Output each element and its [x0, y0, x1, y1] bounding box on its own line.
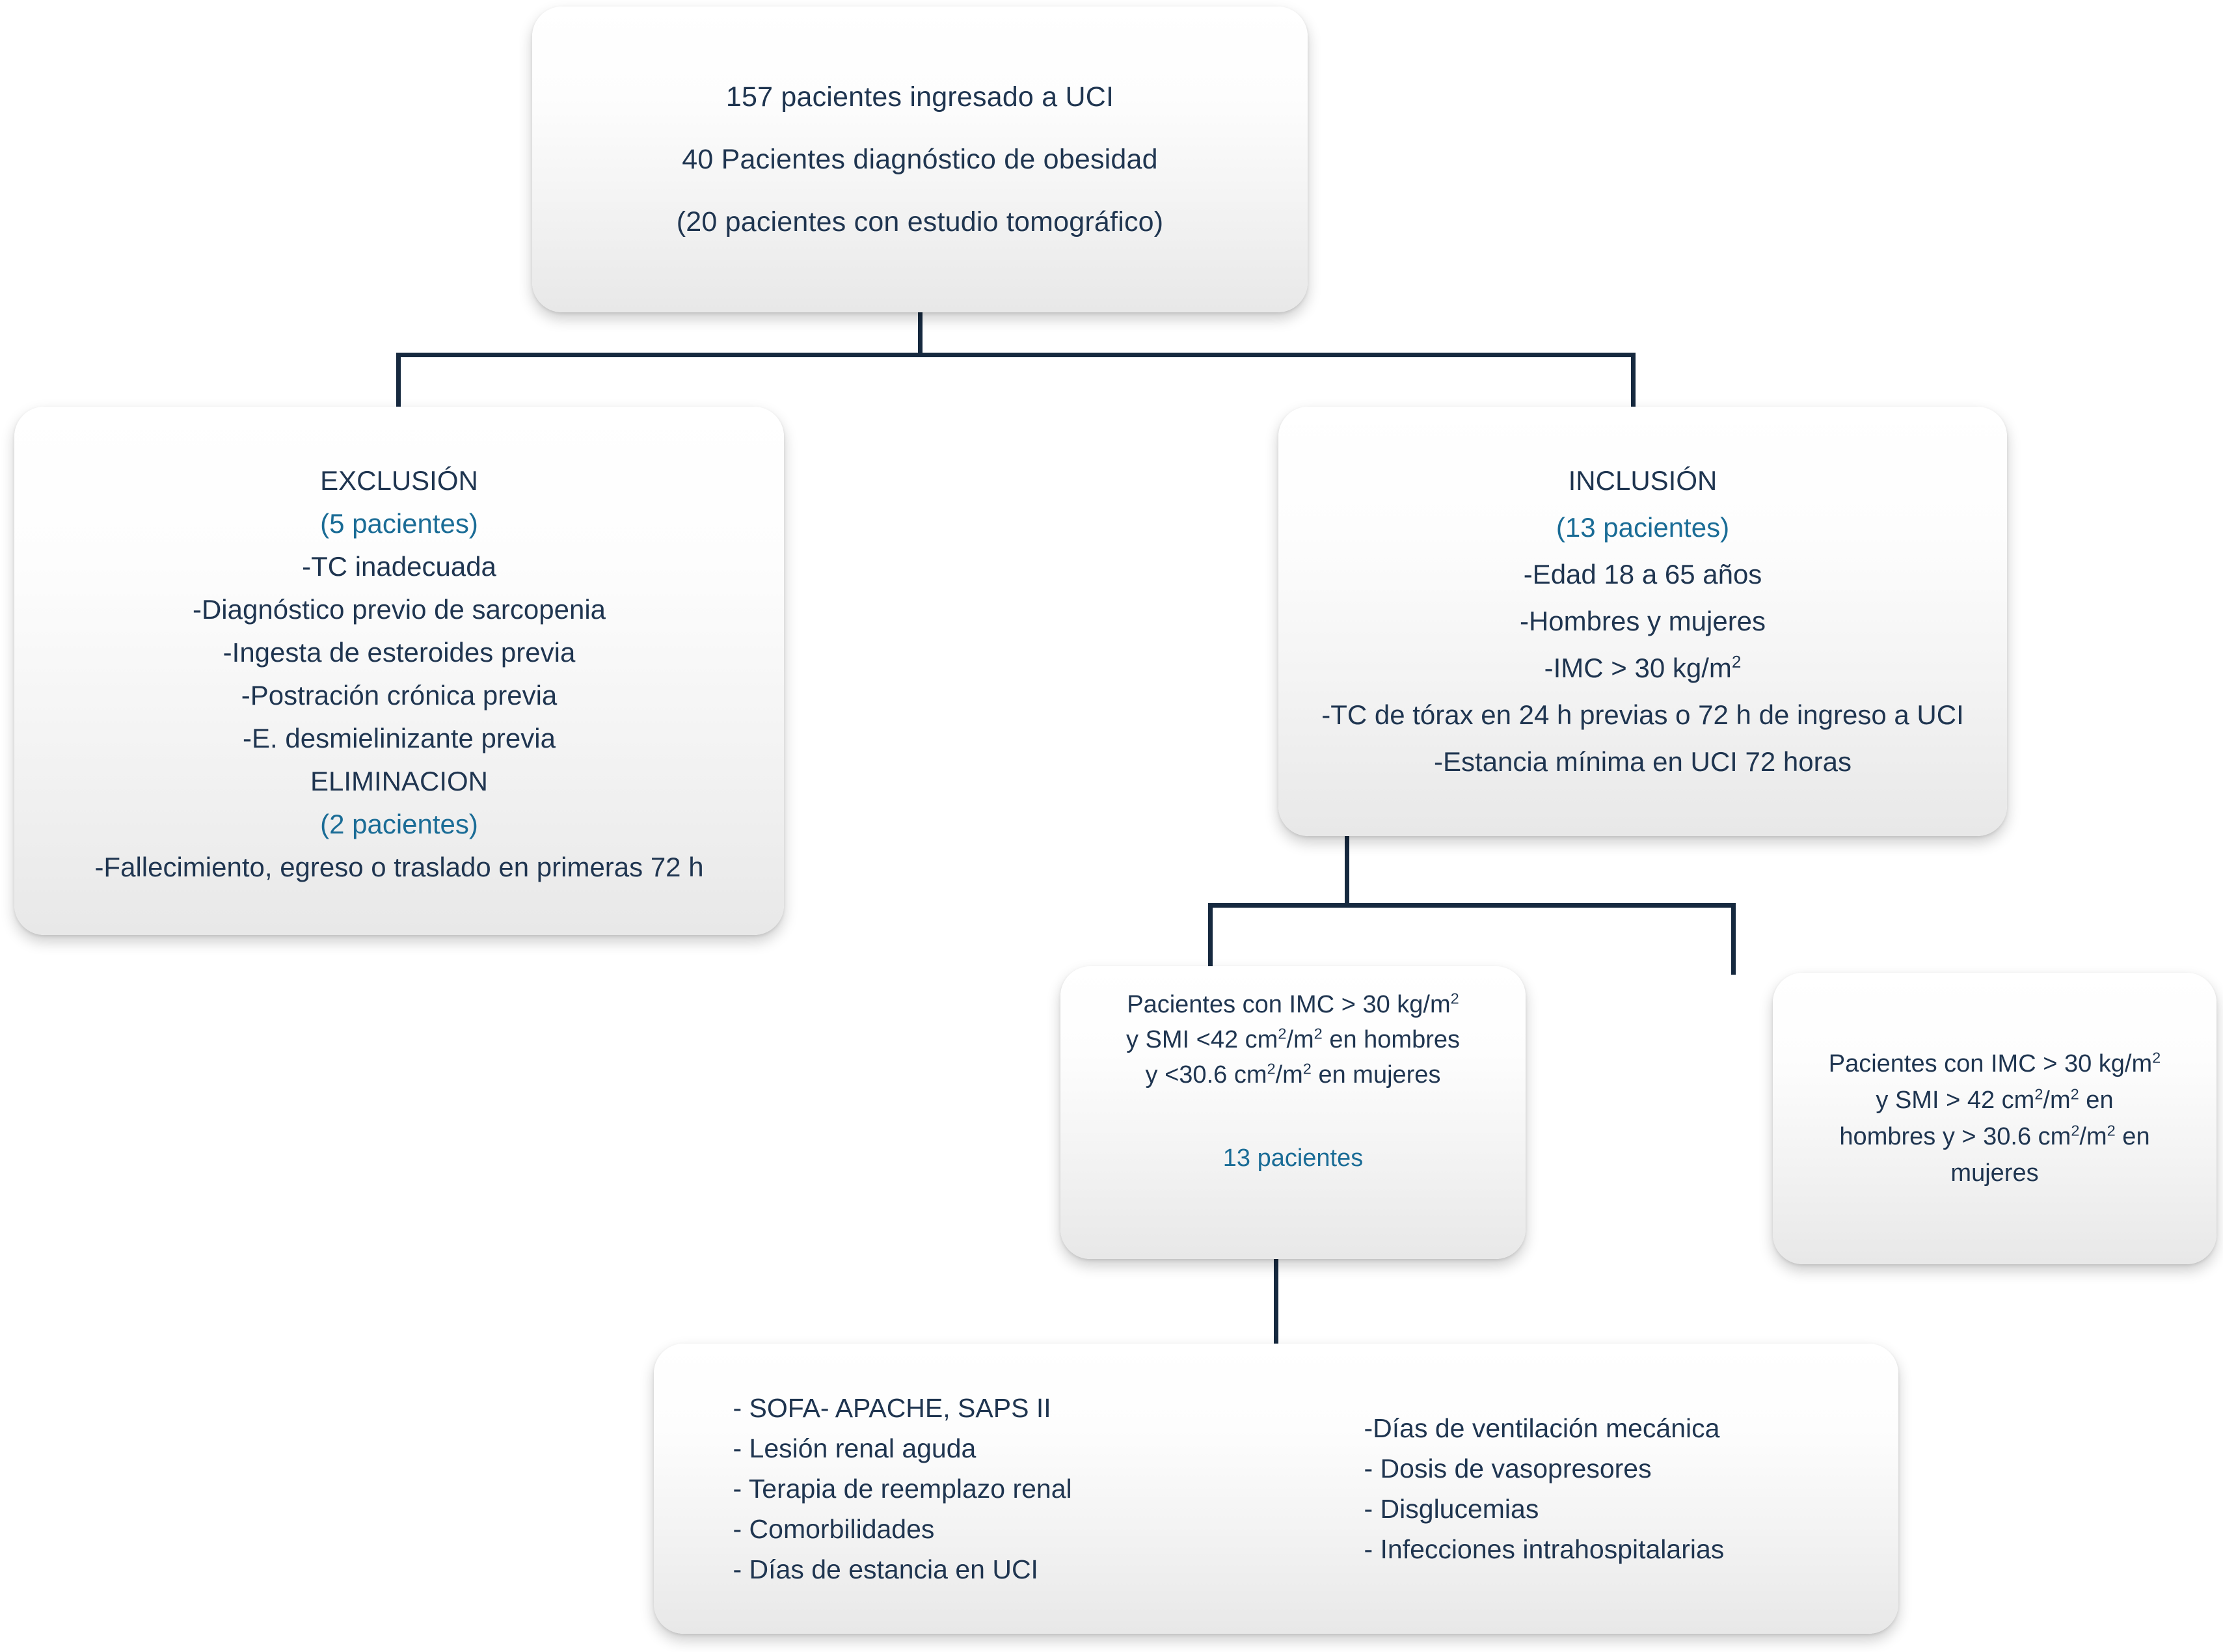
outcome-item: - Disglucemias: [1364, 1494, 1539, 1524]
elimination-heading: ELIMINACION: [310, 766, 489, 796]
nonsarcopenia-smi-men-b: /m: [2043, 1087, 2071, 1114]
node-inclusion: INCLUSIÓN (13 pacientes) -Edad 18 a 65 a…: [1278, 407, 2007, 836]
sarcopenia-smi-women-b: /m: [1275, 1061, 1303, 1089]
node-sarcopenic-group: Pacientes con IMC > 30 kg/m2 y SMI <42 c…: [1060, 966, 1526, 1259]
node-outcome-variables: - SOFA- APACHE, SAPS II - Lesión renal a…: [654, 1344, 1898, 1634]
sarcopenia-line-2: y SMI <42 cm2/m2 en hombres: [1075, 1022, 1511, 1057]
inclusion-criterion-imc: -IMC > 30 kg/m2: [1284, 645, 2002, 692]
inclusion-criterion-3: -TC de tórax en 24 h previas o 72 h de i…: [1321, 699, 1964, 730]
connector-branch2-horizontal: [1210, 903, 1736, 908]
nonsarcopenia-smi-women-sup1: 2: [2071, 1122, 2080, 1139]
nonsarcopenia-smi-men-sup1: 2: [2034, 1085, 2043, 1103]
nonsarcopenia-line-3: hombres y > 30.6 cm2/m2 en: [1790, 1118, 2200, 1155]
screened-line-1: 157 pacientes ingresado a UCI: [725, 81, 1114, 113]
sarcopenia-smi-women-sup2: 2: [1302, 1060, 1312, 1077]
inclusion-count: (13 pacientes): [1556, 512, 1730, 543]
exclusion-criterion-5: -E. desmielinizante previa: [243, 723, 556, 753]
sarcopenia-line-3: y <30.6 cm2/m2 en mujeres: [1075, 1057, 1511, 1092]
connector-branch2-to-sarcopenia: [1208, 903, 1213, 971]
outcome-item: - SOFA- APACHE, SAPS II: [733, 1393, 1051, 1423]
nonsarcopenia-line-2: y SMI > 42 cm2/m2 en: [1790, 1082, 2200, 1118]
connector-branch1-to-exclusion: [396, 353, 401, 411]
sarcopenia-imc-text: Pacientes con IMC > 30 kg/m: [1127, 991, 1451, 1018]
nonsarcopenia-imc-text: Pacientes con IMC > 30 kg/m: [1828, 1050, 2153, 1077]
outcome-item: - Días de estancia en UCI: [733, 1554, 1038, 1584]
nonsarcopenia-smi-men-c: en: [2079, 1087, 2114, 1114]
outcome-item: - Dosis de vasopresores: [1364, 1454, 1652, 1483]
nonsarcopenia-smi-men-a: y SMI > 42 cm: [1876, 1087, 2035, 1114]
nonsarcopenia-smi-women-c: en: [2115, 1123, 2150, 1150]
nonsarcopenia-smi-women-sup2: 2: [2107, 1122, 2116, 1139]
nonsarcopenia-line-4: mujeres: [1950, 1159, 2039, 1187]
inclusion-imc-superscript: 2: [1731, 652, 1742, 671]
connector-branch2-to-nonsarcopenia: [1731, 903, 1736, 975]
inclusion-criterion-2: -Hombres y mujeres: [1519, 606, 1766, 636]
exclusion-heading: EXCLUSIÓN: [320, 465, 478, 496]
outcomes-right-column: -Días de ventilación mecánica - Dosis de…: [1364, 1408, 1820, 1569]
outcome-item: - Terapia de reemplazo renal: [733, 1474, 1072, 1504]
sarcopenia-smi-men-a: y SMI <42 cm: [1125, 1026, 1278, 1053]
screened-line-2: 40 Pacientes diagnóstico de obesidad: [682, 144, 1158, 175]
sarcopenia-smi-women-sup1: 2: [1267, 1060, 1276, 1077]
sarcopenia-count: 13 pacientes: [1222, 1144, 1364, 1172]
connector-top-to-branch: [918, 308, 923, 357]
outcomes-left-column: - SOFA- APACHE, SAPS II - Lesión renal a…: [733, 1388, 1234, 1590]
outcome-item: - Lesión renal aguda: [733, 1433, 977, 1463]
sarcopenia-smi-men-c: en hombres: [1322, 1026, 1460, 1053]
screened-line-3: (20 pacientes con estudio tomográfico): [676, 206, 1164, 237]
outcome-item: -Días de ventilación mecánica: [1364, 1413, 1720, 1443]
sarcopenia-imc-superscript: 2: [1450, 990, 1459, 1007]
connector-branch1-to-inclusion: [1631, 353, 1636, 411]
sarcopenia-smi-women-a: y <30.6 cm: [1145, 1061, 1267, 1089]
nonsarcopenia-smi-women-b: /m: [2079, 1123, 2107, 1150]
exclusion-criterion-3: -Ingesta de esteroides previa: [222, 637, 576, 668]
elimination-criterion-1: -Fallecimiento, egreso o traslado en pri…: [94, 852, 704, 882]
node-nonsarcopenic-group: Pacientes con IMC > 30 kg/m2 y SMI > 42 …: [1773, 973, 2216, 1264]
connector-inclusion-to-branch2: [1345, 834, 1349, 907]
connector-branch1-horizontal: [398, 353, 1635, 357]
nonsarcopenia-smi-women-a: hombres y > 30.6 cm: [1839, 1123, 2071, 1150]
node-exclusion: EXCLUSIÓN (5 pacientes) -TC inadecuada -…: [14, 407, 784, 935]
sarcopenia-line-1: Pacientes con IMC > 30 kg/m2: [1075, 987, 1511, 1022]
inclusion-criterion-4: -Estancia mínima en UCI 72 horas: [1434, 746, 1852, 777]
exclusion-count: (5 pacientes): [320, 508, 478, 539]
sarcopenia-smi-men-sup1: 2: [1278, 1025, 1287, 1042]
inclusion-heading: INCLUSIÓN: [1568, 465, 1718, 496]
elimination-count: (2 pacientes): [320, 809, 478, 839]
sarcopenia-smi-men-b: /m: [1286, 1026, 1314, 1053]
exclusion-criterion-2: -Diagnóstico previo de sarcopenia: [192, 594, 606, 625]
inclusion-criterion-1: -Edad 18 a 65 años: [1523, 559, 1762, 589]
nonsarcopenia-smi-men-sup2: 2: [2070, 1085, 2079, 1103]
nonsarcopenia-imc-superscript: 2: [2152, 1049, 2161, 1066]
sarcopenia-smi-women-c: en mujeres: [1311, 1061, 1441, 1089]
nonsarcopenia-line-1: Pacientes con IMC > 30 kg/m2: [1790, 1046, 2200, 1082]
exclusion-criterion-4: -Postración crónica previa: [241, 680, 558, 711]
outcome-item: - Comorbilidades: [733, 1514, 935, 1544]
connector-sarcopenia-to-outcomes: [1274, 1256, 1278, 1348]
inclusion-imc-text: -IMC > 30 kg/m: [1544, 653, 1732, 683]
node-screened-patients: 157 pacientes ingresado a UCI 40 Pacient…: [532, 7, 1308, 312]
outcome-item: - Infecciones intrahospitalarias: [1364, 1534, 1725, 1564]
sarcopenia-smi-men-sup2: 2: [1314, 1025, 1323, 1042]
exclusion-criterion-1: -TC inadecuada: [302, 551, 496, 582]
